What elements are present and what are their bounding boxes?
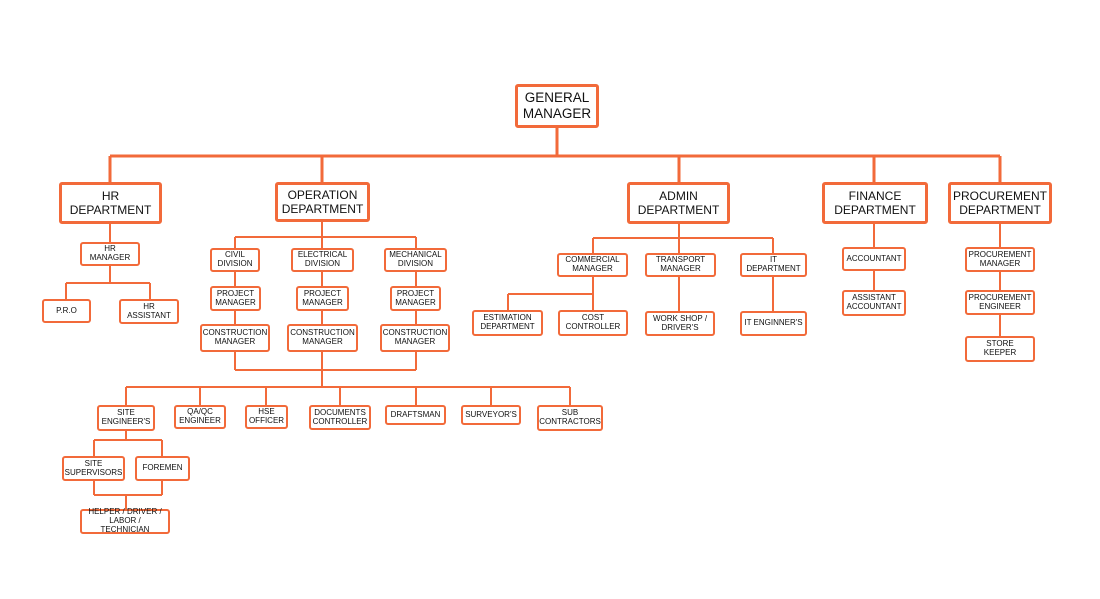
electrical-project-manager-box: PROJECT MANAGER [296, 286, 349, 311]
estimation-department-box: ESTIMATION DEPARTMENT [472, 310, 543, 336]
mechanical-construction-manager-box: CONSTRUCTION MANAGER [380, 324, 450, 352]
accountant-box: ACCOUNTANT [842, 247, 906, 271]
civil-division-box: CIVIL DIVISION [210, 248, 260, 272]
commercial-manager-box: COMMERCIAL MANAGER [557, 253, 628, 277]
admin-department-box: ADMIN DEPARTMENT [627, 182, 730, 224]
civil-project-manager-box: PROJECT MANAGER [210, 286, 261, 311]
it-department-box: IT DEPARTMENT [740, 253, 807, 277]
documents-controller-box: DOCUMENTS CONTROLLER [309, 405, 371, 430]
hr-department-box: HR DEPARTMENT [59, 182, 162, 224]
transport-manager-box: TRANSPORT MANAGER [645, 253, 716, 277]
hr-assistant-box: HR ASSISTANT [119, 299, 179, 324]
civil-construction-manager-box: CONSTRUCTION MANAGER [200, 324, 270, 352]
sub-contractors-box: SUB CONTRACTORS [537, 405, 603, 431]
hr-manager-box: HR MANAGER [80, 242, 140, 266]
pro-box: P.R.O [42, 299, 91, 323]
mechanical-project-manager-box: PROJECT MANAGER [390, 286, 441, 311]
cost-controller-box: COST CONTROLLER [558, 310, 628, 336]
operation-department-box: OPERATION DEPARTMENT [275, 182, 370, 222]
qaqc-engineer-box: QA/QC ENGINEER [174, 405, 226, 429]
procurement-department-box: PROCUREMENT DEPARTMENT [948, 182, 1052, 224]
hse-officer-box: HSE OFFICER [245, 405, 288, 429]
procurement-engineer-box: PROCUREMENT ENGINEER [965, 290, 1035, 315]
site-engineers-box: SITE ENGINEER'S [97, 405, 155, 431]
general-manager-box: GENERAL MANAGER [515, 84, 599, 128]
electrical-construction-manager-box: CONSTRUCTION MANAGER [287, 324, 358, 352]
procurement-manager-box: PROCUREMENT MANAGER [965, 247, 1035, 272]
workshop-drivers-box: WORK SHOP / DRIVER'S [645, 311, 715, 336]
store-keeper-box: STORE KEEPER [965, 336, 1035, 362]
it-engineers-box: IT ENGINNER'S [740, 311, 807, 336]
finance-department-box: FINANCE DEPARTMENT [822, 182, 928, 224]
draftsman-box: DRAFTSMAN [385, 405, 446, 425]
site-supervisors-box: SITE SUPERVISORS [62, 456, 125, 481]
electrical-division-box: ELECTRICAL DIVISION [291, 248, 354, 272]
assistant-accountant-box: ASSISTANT ACCOUNTANT [842, 290, 906, 316]
surveyors-box: SURVEYOR'S [461, 405, 521, 425]
foremen-box: FOREMEN [135, 456, 190, 481]
mechanical-division-box: MECHANICAL DIVISION [384, 248, 447, 272]
helper-driver-labor-technician-box: HELPER / DRIVER / LABOR / TECHNICIAN [80, 507, 170, 534]
